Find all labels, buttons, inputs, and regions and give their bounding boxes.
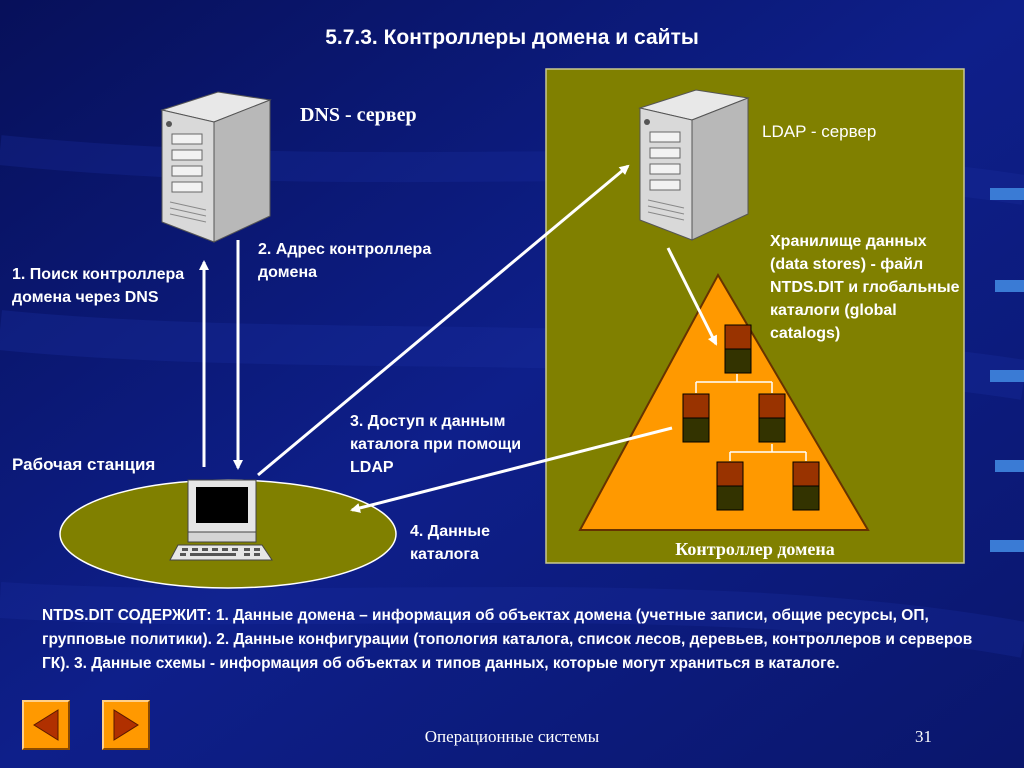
step1-label: 1. Поиск контроллера домена через DNS: [12, 266, 185, 306]
prev-slide-button[interactable]: [22, 700, 70, 750]
tree-node-root: [724, 324, 752, 374]
edge-stripe: [995, 460, 1024, 472]
workstation-icon: [169, 479, 273, 561]
tree-connectors: [695, 374, 807, 461]
tree-node-right: [758, 393, 786, 443]
triangle-left-icon: [33, 709, 59, 741]
edge-stripe: [990, 188, 1024, 200]
next-slide-button[interactable]: [102, 700, 150, 750]
domain-controller-label: Контроллер домена: [675, 539, 835, 559]
tree-node-leaf-right: [792, 461, 820, 511]
ntds-note: NTDS.DIT СОДЕРЖИТ: 1. Данные домена – ин…: [42, 607, 973, 672]
edge-stripe: [990, 370, 1024, 382]
arrow-catalog-data: [350, 426, 673, 513]
edge-stripe: [995, 280, 1024, 292]
slide-title: 5.7.3. Контроллеры домена и сайты: [325, 26, 699, 49]
dns-server-title: DNS - сервер: [300, 104, 417, 126]
ldap-server-icon: [639, 89, 749, 241]
step2-label: 2. Адрес контроллера домена: [258, 241, 432, 281]
step4-label: 4. Данные каталога: [410, 523, 490, 563]
step3-label: 3. Доступ к данным каталога при помощи L…: [350, 413, 522, 476]
arrow-server-to-store: [666, 247, 718, 346]
dns-server-icon: [161, 91, 271, 243]
edge-stripe: [990, 540, 1024, 552]
tree-node-leaf-left: [716, 461, 744, 511]
footer-text: Операционные системы: [424, 727, 600, 746]
tree-node-left: [682, 393, 710, 443]
triangle-right-icon: [113, 709, 139, 741]
data-store-label: Хранилище данных (data stores) - файл NT…: [770, 233, 960, 342]
page-number: 31: [915, 727, 932, 746]
ldap-server-title: LDAP - сервер: [762, 122, 877, 141]
arrow-ldap-access: [257, 164, 630, 477]
workstation-label: Рабочая станция: [12, 455, 156, 474]
